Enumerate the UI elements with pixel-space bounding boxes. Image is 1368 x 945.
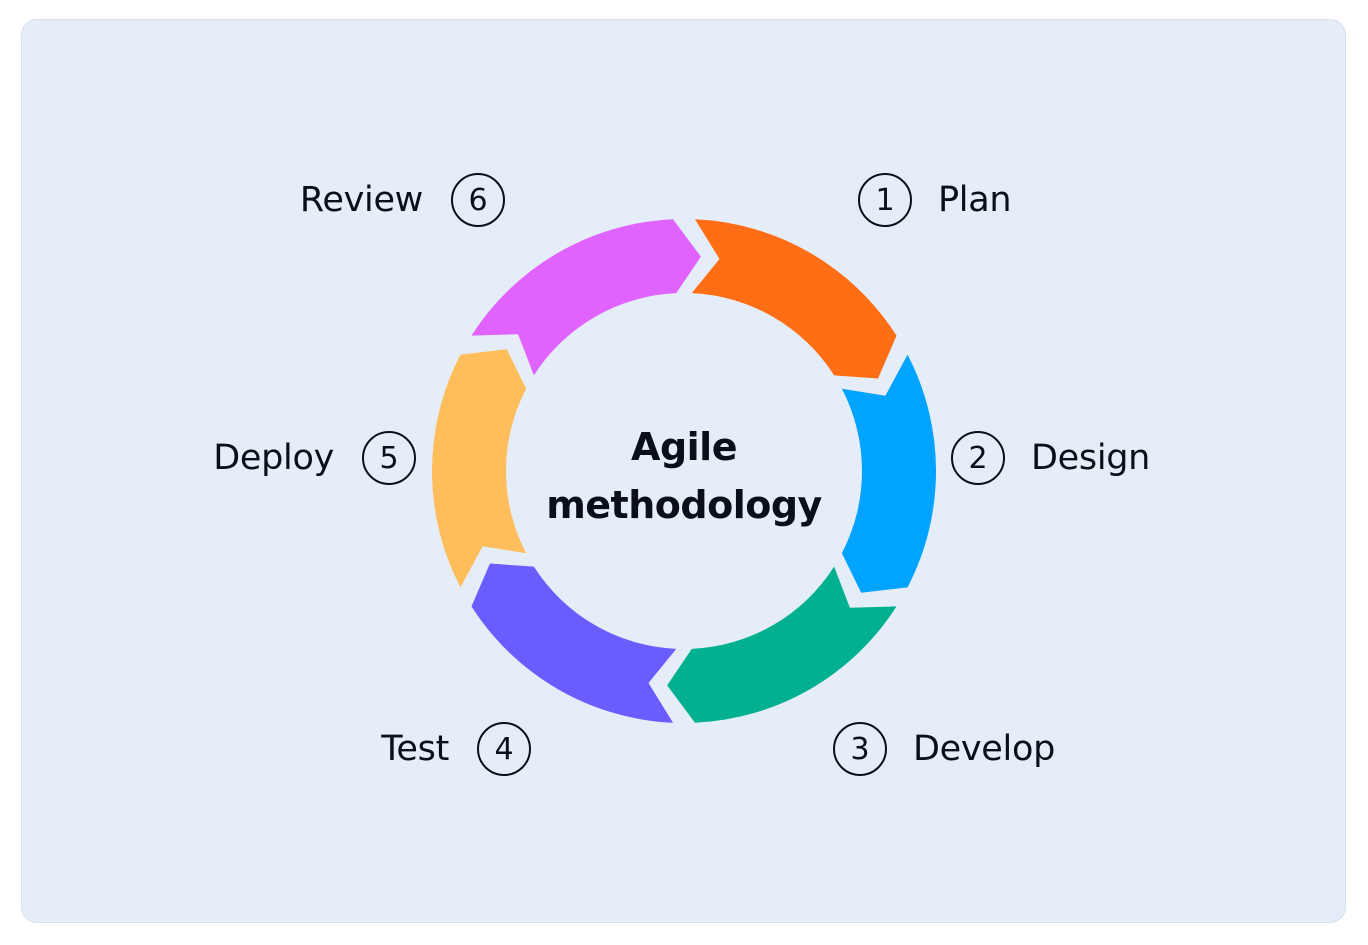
segment-test bbox=[471, 563, 677, 723]
stage-test: Test 4 bbox=[381, 719, 531, 779]
stage-label: Review bbox=[299, 180, 423, 220]
stage-label: Test bbox=[381, 729, 449, 769]
stage-develop: 3 Develop bbox=[833, 719, 1055, 779]
stage-deploy: Deploy 5 bbox=[213, 428, 416, 488]
stage-plan: 1 Plan bbox=[858, 170, 1012, 230]
segment-review bbox=[471, 219, 701, 376]
stage-label: Deploy bbox=[213, 438, 334, 478]
center-title-line-2: methodology bbox=[546, 483, 822, 527]
segment-deploy bbox=[431, 349, 527, 588]
segment-plan bbox=[691, 219, 897, 379]
stage-number-badge: 6 bbox=[451, 173, 505, 227]
stage-label: Design bbox=[1031, 438, 1151, 478]
stage-number-badge: 5 bbox=[362, 431, 416, 485]
segment-design bbox=[841, 354, 937, 593]
stage-design: 2 Design bbox=[951, 428, 1150, 488]
diagram-card bbox=[21, 19, 1346, 923]
stage-number-badge: 3 bbox=[833, 722, 887, 776]
stage-number-badge: 1 bbox=[858, 173, 912, 227]
center-title-line-1: Agile bbox=[631, 425, 737, 469]
stage-number-badge: 2 bbox=[951, 431, 1005, 485]
segment-develop bbox=[667, 566, 897, 723]
stage-label: Develop bbox=[913, 729, 1055, 769]
stage-label: Plan bbox=[938, 180, 1012, 220]
stage-review: Review 6 bbox=[300, 170, 505, 230]
center-title: Agile methodology bbox=[484, 418, 884, 534]
stage-number-badge: 4 bbox=[477, 722, 531, 776]
